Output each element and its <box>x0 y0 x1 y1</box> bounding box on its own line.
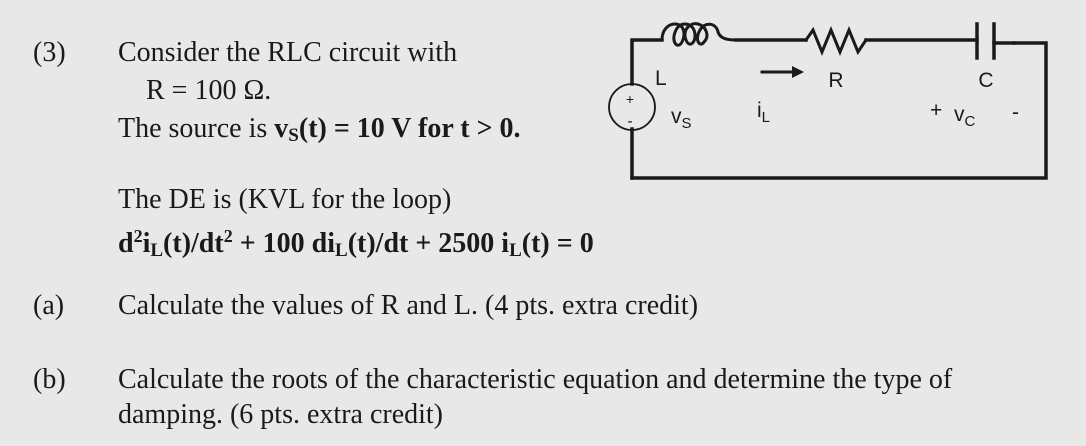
vs-subscript: S <box>682 115 692 132</box>
part-b-label: (b) <box>33 364 66 395</box>
left-wire <box>630 38 664 86</box>
il-subscript: L <box>762 109 770 126</box>
vc-label: vC <box>954 103 976 130</box>
resistor-label: R <box>828 69 843 92</box>
eq-superscript: 2 <box>223 226 233 246</box>
part-b-text: Calculate the roots of the characteristi… <box>118 364 953 395</box>
eq-part: + 100 di <box>232 228 336 259</box>
eq-part: d <box>118 228 134 259</box>
il-label: iL <box>757 99 770 126</box>
eq-part: (t)/dt <box>163 228 224 259</box>
eq-superscript: 2 <box>133 226 143 246</box>
current-arrow-head <box>792 66 804 78</box>
source-minus: - <box>627 113 632 130</box>
eq-subscript: L <box>335 240 348 261</box>
source-symbol: v <box>274 113 289 144</box>
eq-subscript: L <box>509 240 522 261</box>
part-a-text: Calculate the values of R and L. (4 pts.… <box>118 290 699 321</box>
part-a-label: (a) <box>33 290 65 321</box>
vc-plus: + <box>930 99 942 122</box>
vs-main: v <box>671 105 682 128</box>
capacitor-label: C <box>978 69 993 92</box>
eq-subscript: L <box>150 240 164 261</box>
vc-main: v <box>954 103 965 126</box>
il-main: i <box>757 99 762 122</box>
eq-part: (t)/dt + 2500 i <box>347 228 510 259</box>
resistor-zigzag <box>803 26 869 56</box>
resistance-value: R = 100 Ω. <box>146 75 272 106</box>
differential-equation: d2iL(t)/dt2 + 100 diL(t)/dt + 2500 iL(t)… <box>118 220 594 267</box>
eq-part: i <box>142 228 151 259</box>
part-b-text-line2: damping. (6 pts. extra credit) <box>118 399 444 430</box>
source-subscript: S <box>288 125 299 146</box>
vc-minus: - <box>1012 101 1019 124</box>
problem-intro: Consider the RLC circuit with <box>118 37 458 68</box>
source-statement: The source is vS(t) = 10 V for t > 0. <box>118 113 521 152</box>
vs-label: vS <box>671 105 692 132</box>
source-condition: (t) = 10 V for t > 0. <box>298 113 521 144</box>
bottom-wire <box>630 41 1048 180</box>
de-intro: The DE is (KVL for the loop) <box>118 184 452 215</box>
vc-subscript: C <box>965 113 976 130</box>
inductor-coil <box>660 22 738 47</box>
source-text: The source is <box>118 113 275 144</box>
source-plus: + <box>626 91 634 107</box>
problem-number: (3) <box>33 37 66 68</box>
voltage-source <box>608 83 656 131</box>
inductor-label: L <box>655 67 667 90</box>
eq-part: (t) = 0 <box>521 228 594 259</box>
